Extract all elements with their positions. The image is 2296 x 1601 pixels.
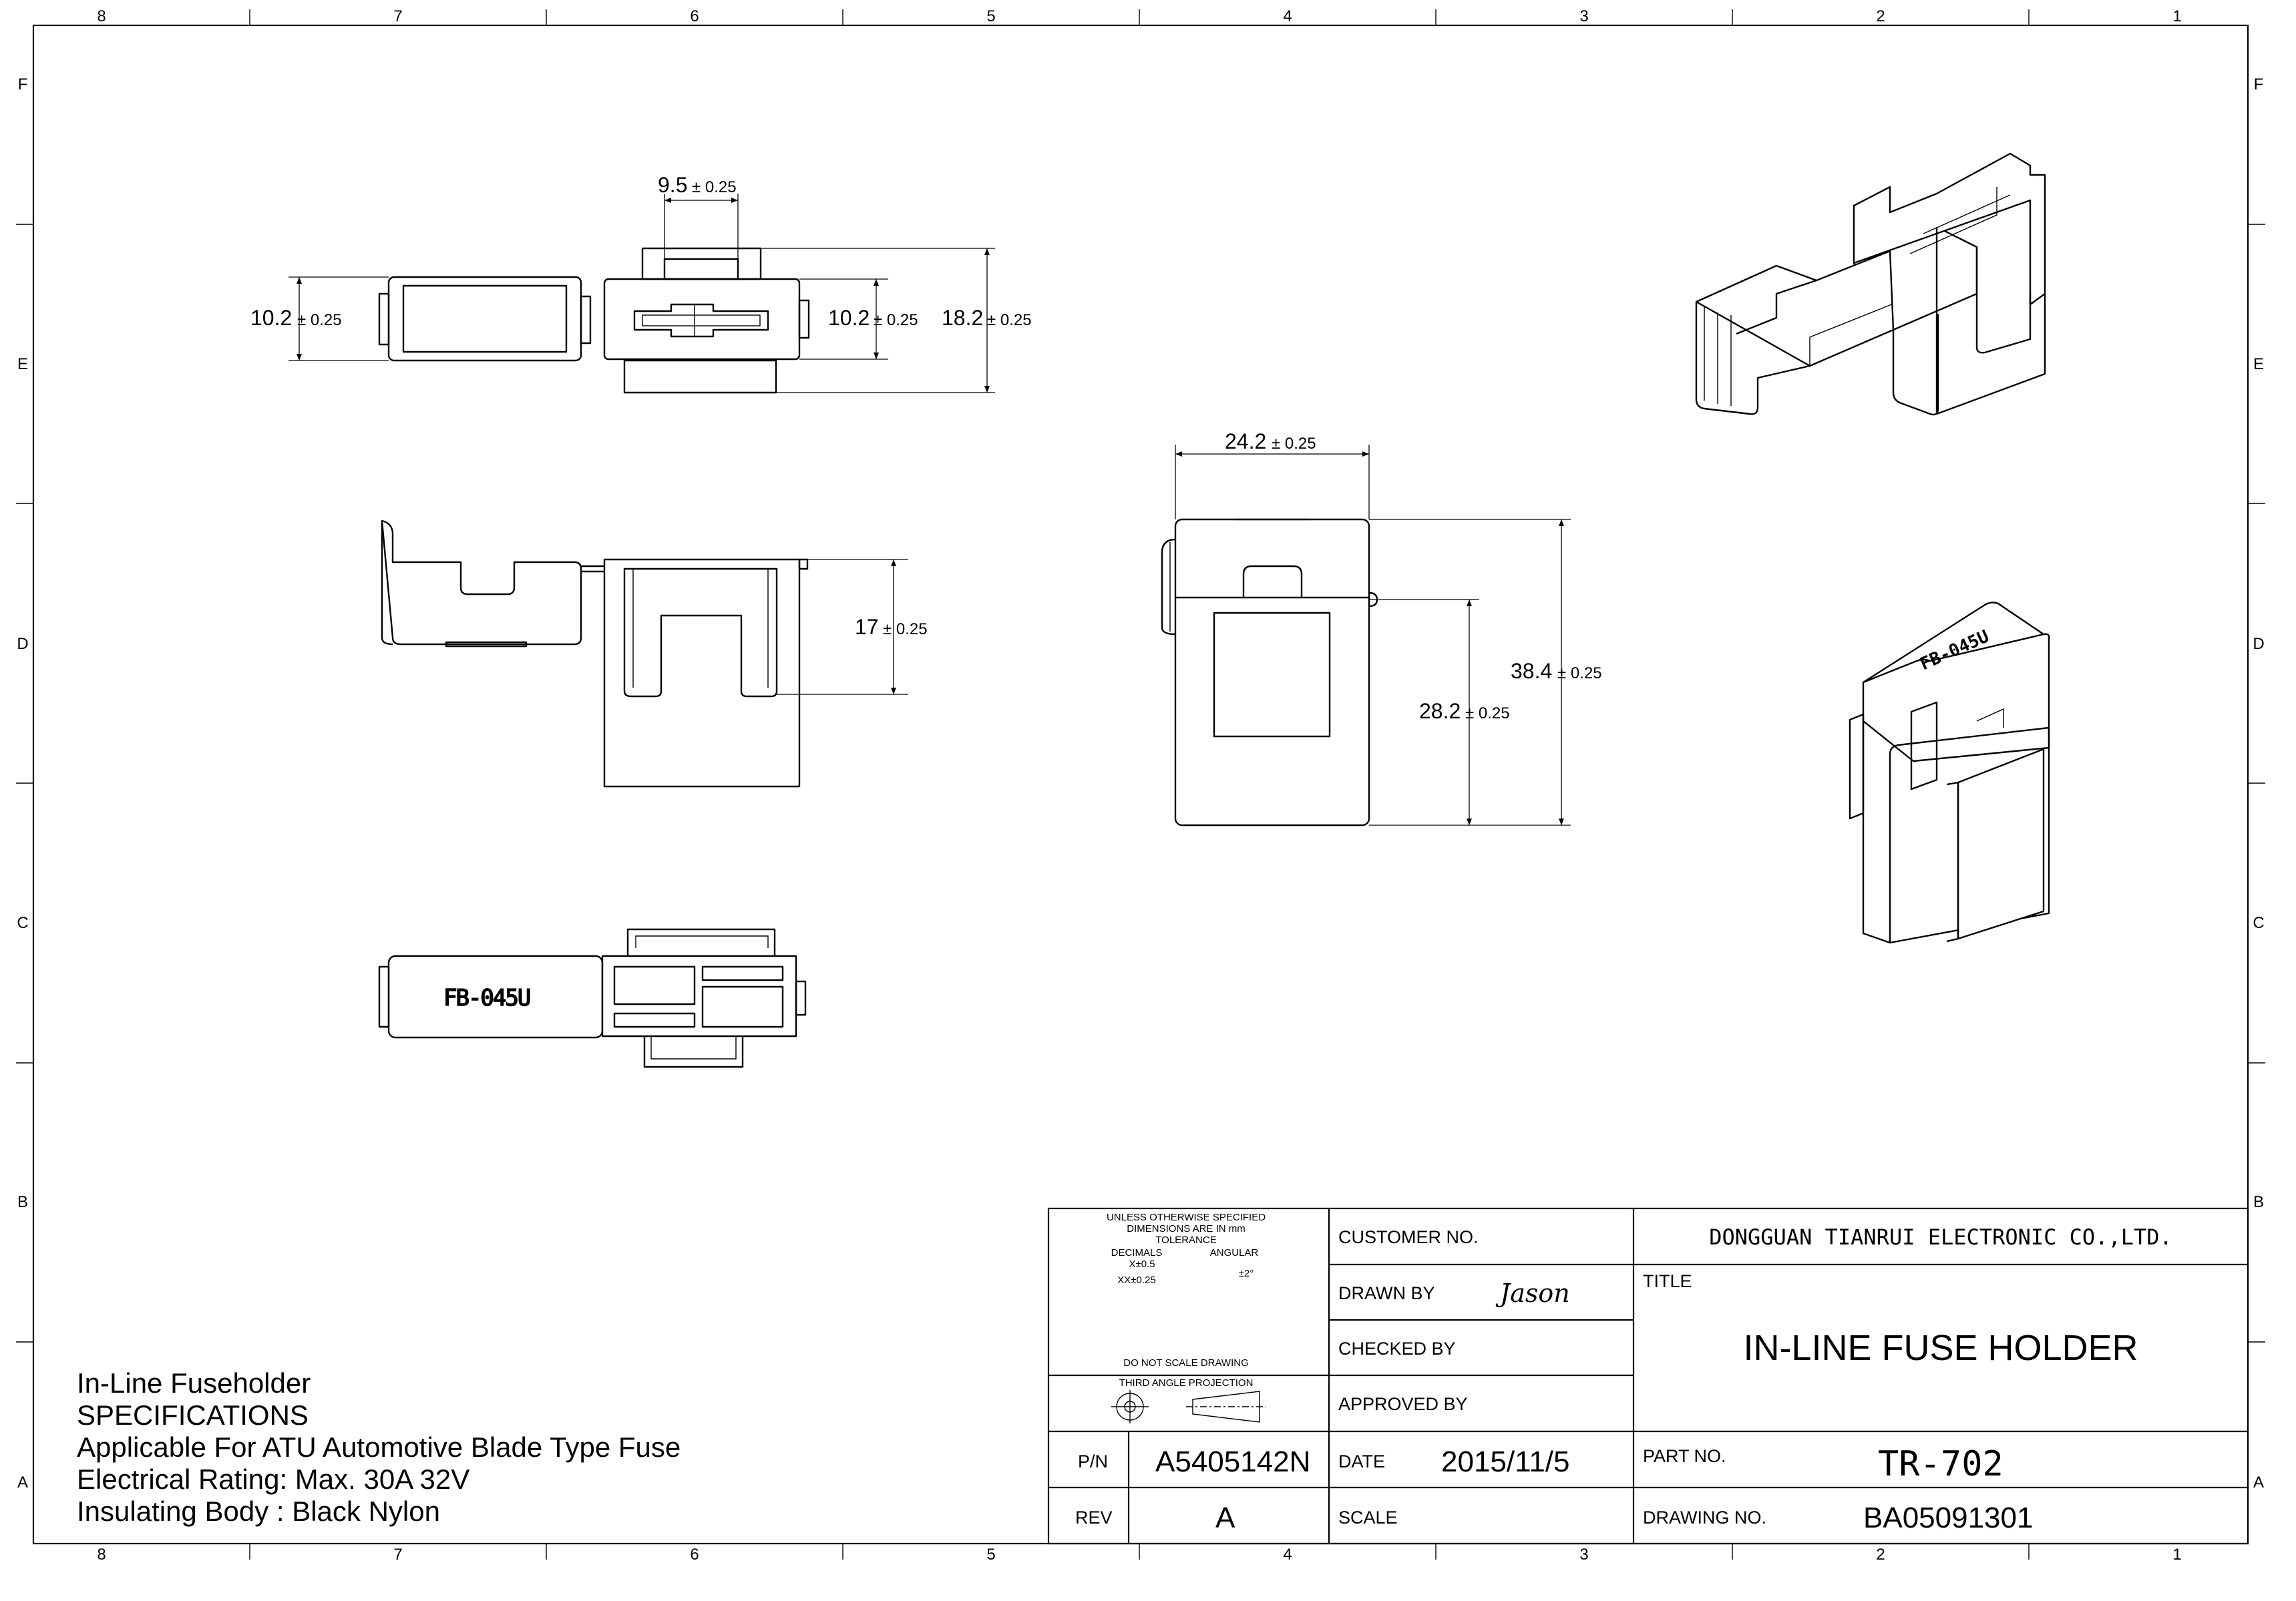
top-view — [378, 247, 810, 394]
row-label-right: B — [2253, 1193, 2264, 1211]
tol-decimals-label: DECIMALS — [1111, 1247, 1163, 1259]
tol-line2: DIMENSIONS ARE IN mm — [1127, 1223, 1246, 1234]
row-label-left: E — [17, 355, 28, 373]
part-no-value: TR-702 — [1878, 1444, 2003, 1484]
dim-10-2-left-tol: ± 0.25 — [297, 311, 342, 329]
side-view-dimensions: 24.2 ± 0.25 28.2 ± 0.25 38.4 ± 0.25 — [1175, 429, 1602, 826]
third-angle-projection-icon — [1111, 1390, 1266, 1423]
dim-17-value: 17 — [855, 615, 879, 639]
note-line: In-Line Fuseholder — [77, 1367, 311, 1399]
col-label-bottom: 6 — [690, 1546, 699, 1564]
tol-line1: UNLESS OTHERWISE SPECIFIED — [1107, 1212, 1266, 1223]
dim-17-tol: ± 0.25 — [883, 620, 928, 638]
front-view-dimensions: 17 ± 0.25 — [777, 559, 928, 695]
col-label-top: 6 — [690, 7, 699, 25]
dim-10-2-right-value: 10.2 — [828, 306, 870, 330]
isometric-view-open — [1695, 152, 2046, 416]
tol-angular-label: ANGULAR — [1210, 1247, 1259, 1259]
dim-9-5-value: 9.5 — [658, 173, 687, 197]
tol-x: X±0.5 — [1129, 1259, 1155, 1270]
drawn-by-label: DRAWN BY — [1338, 1283, 1435, 1303]
projection-label: THIRD ANGLE PROJECTION — [1119, 1377, 1254, 1389]
note-line: SPECIFICATIONS — [77, 1399, 309, 1431]
row-label-left: D — [17, 635, 28, 653]
specifications-notes: In-Line Fuseholder SPECIFICATIONS Applic… — [77, 1367, 945, 1528]
row-label-right: D — [2253, 635, 2264, 653]
row-label-left: A — [17, 1473, 28, 1492]
dim-10-2-right-tol: ± 0.25 — [874, 311, 918, 329]
col-label-bottom: 8 — [97, 1546, 106, 1564]
note-line: Electrical Rating: Max. 30A 32V — [77, 1463, 470, 1495]
note-line: Applicable For ATU Automotive Blade Type… — [77, 1431, 681, 1463]
col-label-bottom: 4 — [1283, 1546, 1292, 1564]
row-label-right: E — [2253, 355, 2264, 373]
row-label-left: F — [18, 75, 28, 93]
scale-label: SCALE — [1338, 1508, 1398, 1528]
drawing-no-value: BA05091301 — [1863, 1502, 2033, 1534]
side-view — [1161, 518, 1378, 827]
col-label-bottom: 2 — [1876, 1546, 1885, 1564]
col-label-bottom: 3 — [1579, 1546, 1588, 1564]
title-block: UNLESS OTHERWISE SPECIFIED DIMENSIONS AR… — [1047, 1207, 2249, 1545]
dim-28-2-tol: ± 0.25 — [1465, 704, 1510, 722]
dim-24-2-tol: ± 0.25 — [1272, 435, 1316, 453]
do-not-scale: DO NOT SCALE DRAWING — [1123, 1357, 1249, 1369]
row-label-right: C — [2253, 914, 2264, 932]
dim-18-2-value: 18.2 — [942, 306, 983, 330]
col-label-top: 5 — [986, 7, 995, 25]
company-name: DONGGUAN TIANRUI ELECTRONIC CO.,LTD. — [1709, 1224, 2172, 1250]
col-label-top: 4 — [1283, 7, 1292, 25]
col-label-top: 3 — [1579, 7, 1588, 25]
dim-24-2-value: 24.2 — [1225, 429, 1266, 453]
dim-9-5-tol: ± 0.25 — [692, 178, 737, 196]
pn-label: P/N — [1078, 1451, 1108, 1471]
drawing-no-label: DRAWING NO. — [1643, 1508, 1766, 1528]
tol-line3: TOLERANCE — [1155, 1234, 1216, 1246]
dim-10-2-left-value: 10.2 — [250, 306, 292, 330]
title-value: IN-LINE FUSE HOLDER — [1743, 1328, 2138, 1368]
note-line: Insulating Body : Black Nylon — [77, 1496, 440, 1527]
front-view — [381, 519, 809, 788]
customer-no-label: CUSTOMER NO. — [1338, 1227, 1479, 1247]
col-label-bottom: 5 — [986, 1546, 995, 1564]
date-label: DATE — [1338, 1451, 1385, 1471]
approved-by-label: APPROVED BY — [1338, 1394, 1468, 1414]
dim-28-2-value: 28.2 — [1419, 699, 1461, 723]
rev-value: A — [1215, 1502, 1235, 1534]
col-label-top: 7 — [393, 7, 402, 25]
dim-38-4-tol: ± 0.25 — [1557, 664, 1602, 682]
pn-value: A5405142N — [1155, 1445, 1310, 1478]
date-value: 2015/11/5 — [1441, 1445, 1569, 1478]
bottom-view: FB-045U — [378, 928, 807, 1068]
row-label-left: C — [17, 914, 28, 932]
part-no-label: PART NO. — [1643, 1446, 1726, 1466]
row-label-left: B — [17, 1193, 28, 1211]
row-label-right: A — [2253, 1473, 2264, 1492]
title-label: TITLE — [1643, 1271, 1692, 1291]
rev-label: REV — [1075, 1508, 1113, 1528]
col-label-bottom: 1 — [2172, 1546, 2181, 1564]
checked-by-label: CHECKED BY — [1338, 1339, 1456, 1359]
top-view-dimensions: 9.5 ± 0.25 10.2 ± 0.25 10.2 ± 0.25 18.2 … — [250, 173, 1032, 393]
dim-18-2-tol: ± 0.25 — [987, 311, 1032, 329]
col-label-top: 2 — [1876, 7, 1885, 25]
row-label-right: F — [2254, 75, 2264, 93]
col-label-top: 1 — [2172, 7, 2181, 25]
drawn-by-signature: Jason — [1495, 1279, 1570, 1308]
isometric-view-closed: FB-045U — [1849, 602, 2050, 944]
bottom-view-marking: FB-045U — [443, 985, 530, 1011]
dim-38-4-value: 38.4 — [1511, 659, 1552, 683]
col-label-top: 8 — [97, 7, 106, 25]
tol-angular: ±2° — [1239, 1268, 1254, 1279]
tol-xx: XX±0.25 — [1117, 1275, 1155, 1286]
col-label-bottom: 7 — [393, 1546, 402, 1564]
